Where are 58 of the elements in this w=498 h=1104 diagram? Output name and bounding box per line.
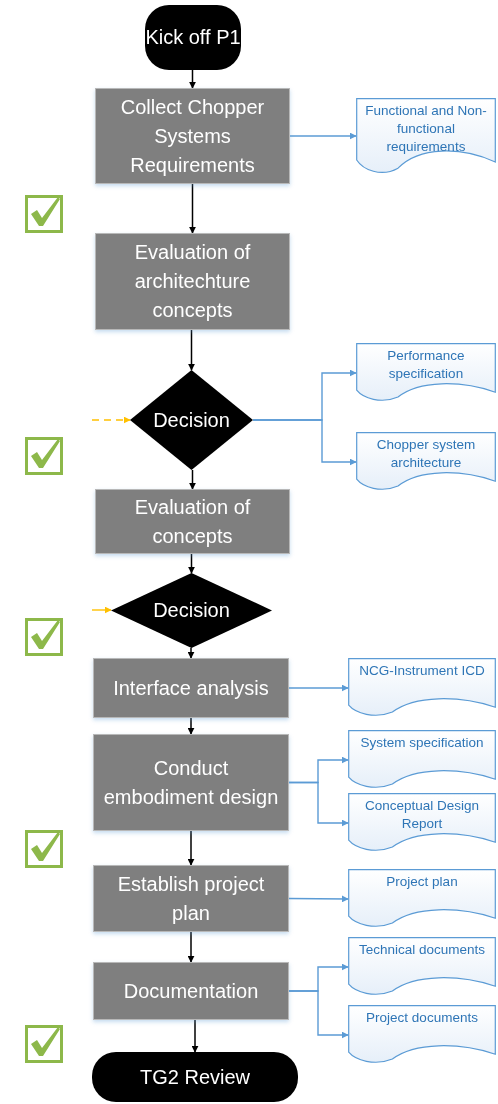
arrow [288,895,349,903]
process-box [95,489,290,554]
process-box [95,88,290,184]
node-label: Project documents [365,1009,479,1027]
start-terminal [145,5,241,70]
arrow [189,69,196,89]
document-shape [356,343,496,403]
arrow [288,781,349,827]
node-label: Documentation [122,978,260,1004]
document-shape [348,1005,496,1065]
arrow [187,647,195,659]
process-box [93,734,289,831]
decision-diamond [130,370,253,470]
arrow [289,132,357,140]
document-shape [348,658,496,718]
arrow [252,419,357,466]
document-shape [348,793,496,853]
arrow [188,553,195,574]
node-label: Project plan [385,873,459,891]
node-label: Chopper system architecture [375,436,477,473]
process-box [93,865,289,932]
node-label: Decision [153,408,230,432]
node-label: Functional and Non-functional requirements [364,102,488,157]
arrow [187,717,195,735]
dashed-arrow [91,416,131,424]
node-label: Kick off P1 [145,25,241,50]
node-label: Evaluation of concepts [133,494,252,549]
node-label: Conceptual Design Report [363,797,481,834]
node-label: Conduct embodiment design [102,755,280,810]
process-box [93,658,289,718]
document-shape [356,432,496,492]
arrow [189,469,196,490]
process-box [95,233,290,330]
decision-diamond [111,573,272,648]
process-box [93,962,289,1020]
arrow [187,830,195,866]
document-shape [348,869,496,929]
arrow [191,1019,199,1053]
node-label: Evaluation of architechture concepts [133,240,252,323]
arrow [288,990,349,1039]
node-label: Decision [153,599,230,622]
node-label: NCG-Instrument ICD [358,662,486,680]
document-shape [356,98,496,176]
document-shape [348,730,496,790]
node-label: Establish project plan [116,871,266,926]
document-shape [348,937,496,997]
node-label: System specification [359,734,485,752]
arrow [288,684,349,692]
node-label: Interface analysis [112,675,270,701]
node-label: Collect Chopper Systems Requirements [119,94,266,178]
node-label: Performance specification [386,347,466,384]
arrow [188,329,195,371]
arrow [91,606,112,614]
arrow [187,931,195,963]
end-terminal [92,1052,298,1102]
node-label: Technical documents [357,941,487,959]
arrow [189,183,196,234]
node-label: TG2 Review [140,1064,250,1090]
